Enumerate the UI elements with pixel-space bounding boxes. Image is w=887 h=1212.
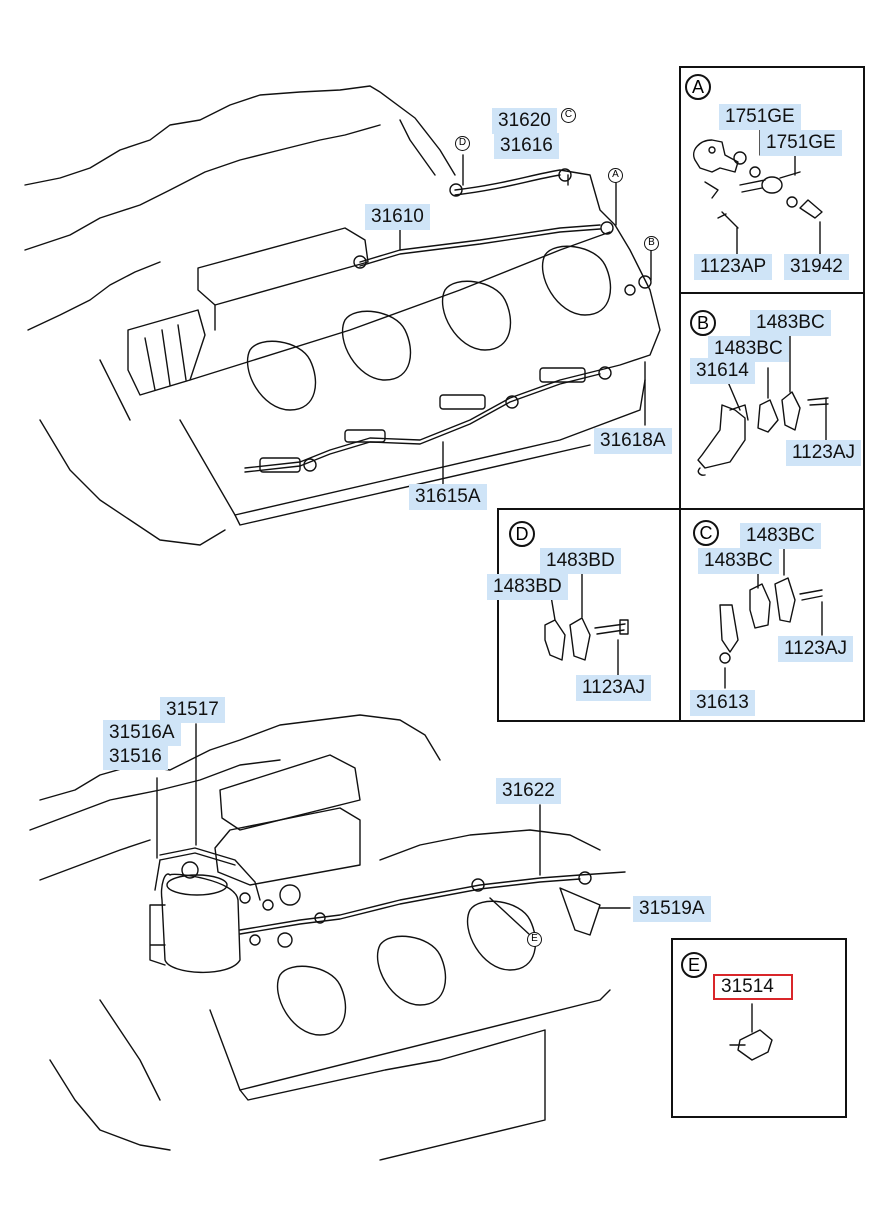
detail-b-drawing [697, 335, 829, 476]
label-31519a[interactable]: 31519A [633, 896, 711, 922]
label-31610[interactable]: 31610 [365, 204, 430, 230]
upper-engine-drawing [24, 85, 661, 546]
label-1483bc-b-top[interactable]: 1483BC [750, 310, 831, 336]
label-1123aj-d[interactable]: 1123AJ [576, 675, 652, 701]
panel-d-badge: D [509, 521, 535, 547]
panel-a-badge: A [685, 74, 711, 100]
label-1751ge-top[interactable]: 1751GE [719, 104, 801, 130]
label-1123aj-b[interactable]: 1123AJ [786, 440, 862, 466]
panel-e-badge: E [681, 952, 707, 978]
label-1483bc-c-bottom[interactable]: 1483BC [698, 548, 779, 574]
marker-b[interactable]: B [644, 236, 659, 251]
lower-engine-drawing [29, 714, 631, 1161]
label-31620[interactable]: 31620 [492, 108, 557, 134]
label-31616[interactable]: 31616 [494, 133, 559, 159]
label-1123aj-c[interactable]: 1123AJ [778, 636, 854, 662]
label-31517[interactable]: 31517 [160, 697, 225, 723]
label-31516a[interactable]: 31516A [103, 720, 181, 746]
label-31514-selected[interactable]: 31514 [713, 974, 793, 1000]
detail-panel-e [671, 938, 847, 1118]
panel-b-badge: B [690, 310, 716, 336]
marker-e[interactable]: E [527, 932, 542, 947]
label-31942[interactable]: 31942 [784, 254, 849, 280]
label-31615a[interactable]: 31615A [409, 484, 487, 510]
marker-d[interactable]: D [455, 136, 470, 151]
label-31516[interactable]: 31516 [103, 744, 168, 770]
label-1483bd-top[interactable]: 1483BD [540, 548, 621, 574]
marker-a[interactable]: A [608, 168, 623, 183]
label-31622[interactable]: 31622 [496, 778, 561, 804]
label-31614[interactable]: 31614 [690, 358, 755, 384]
label-31613[interactable]: 31613 [690, 690, 755, 716]
marker-c[interactable]: C [561, 108, 576, 123]
label-1751ge-bottom[interactable]: 1751GE [760, 130, 842, 156]
label-1483bd-bottom[interactable]: 1483BD [487, 574, 568, 600]
detail-e-drawing [729, 1003, 773, 1061]
label-31618a[interactable]: 31618A [594, 428, 672, 454]
detail-a-drawing [693, 129, 823, 256]
detail-panel-c [679, 508, 865, 722]
label-1123ap[interactable]: 1123AP [694, 254, 773, 280]
label-1483bc-b-bottom[interactable]: 1483BC [708, 336, 789, 362]
panel-c-badge: C [693, 520, 719, 546]
label-1483bc-c-top[interactable]: 1483BC [740, 523, 821, 549]
